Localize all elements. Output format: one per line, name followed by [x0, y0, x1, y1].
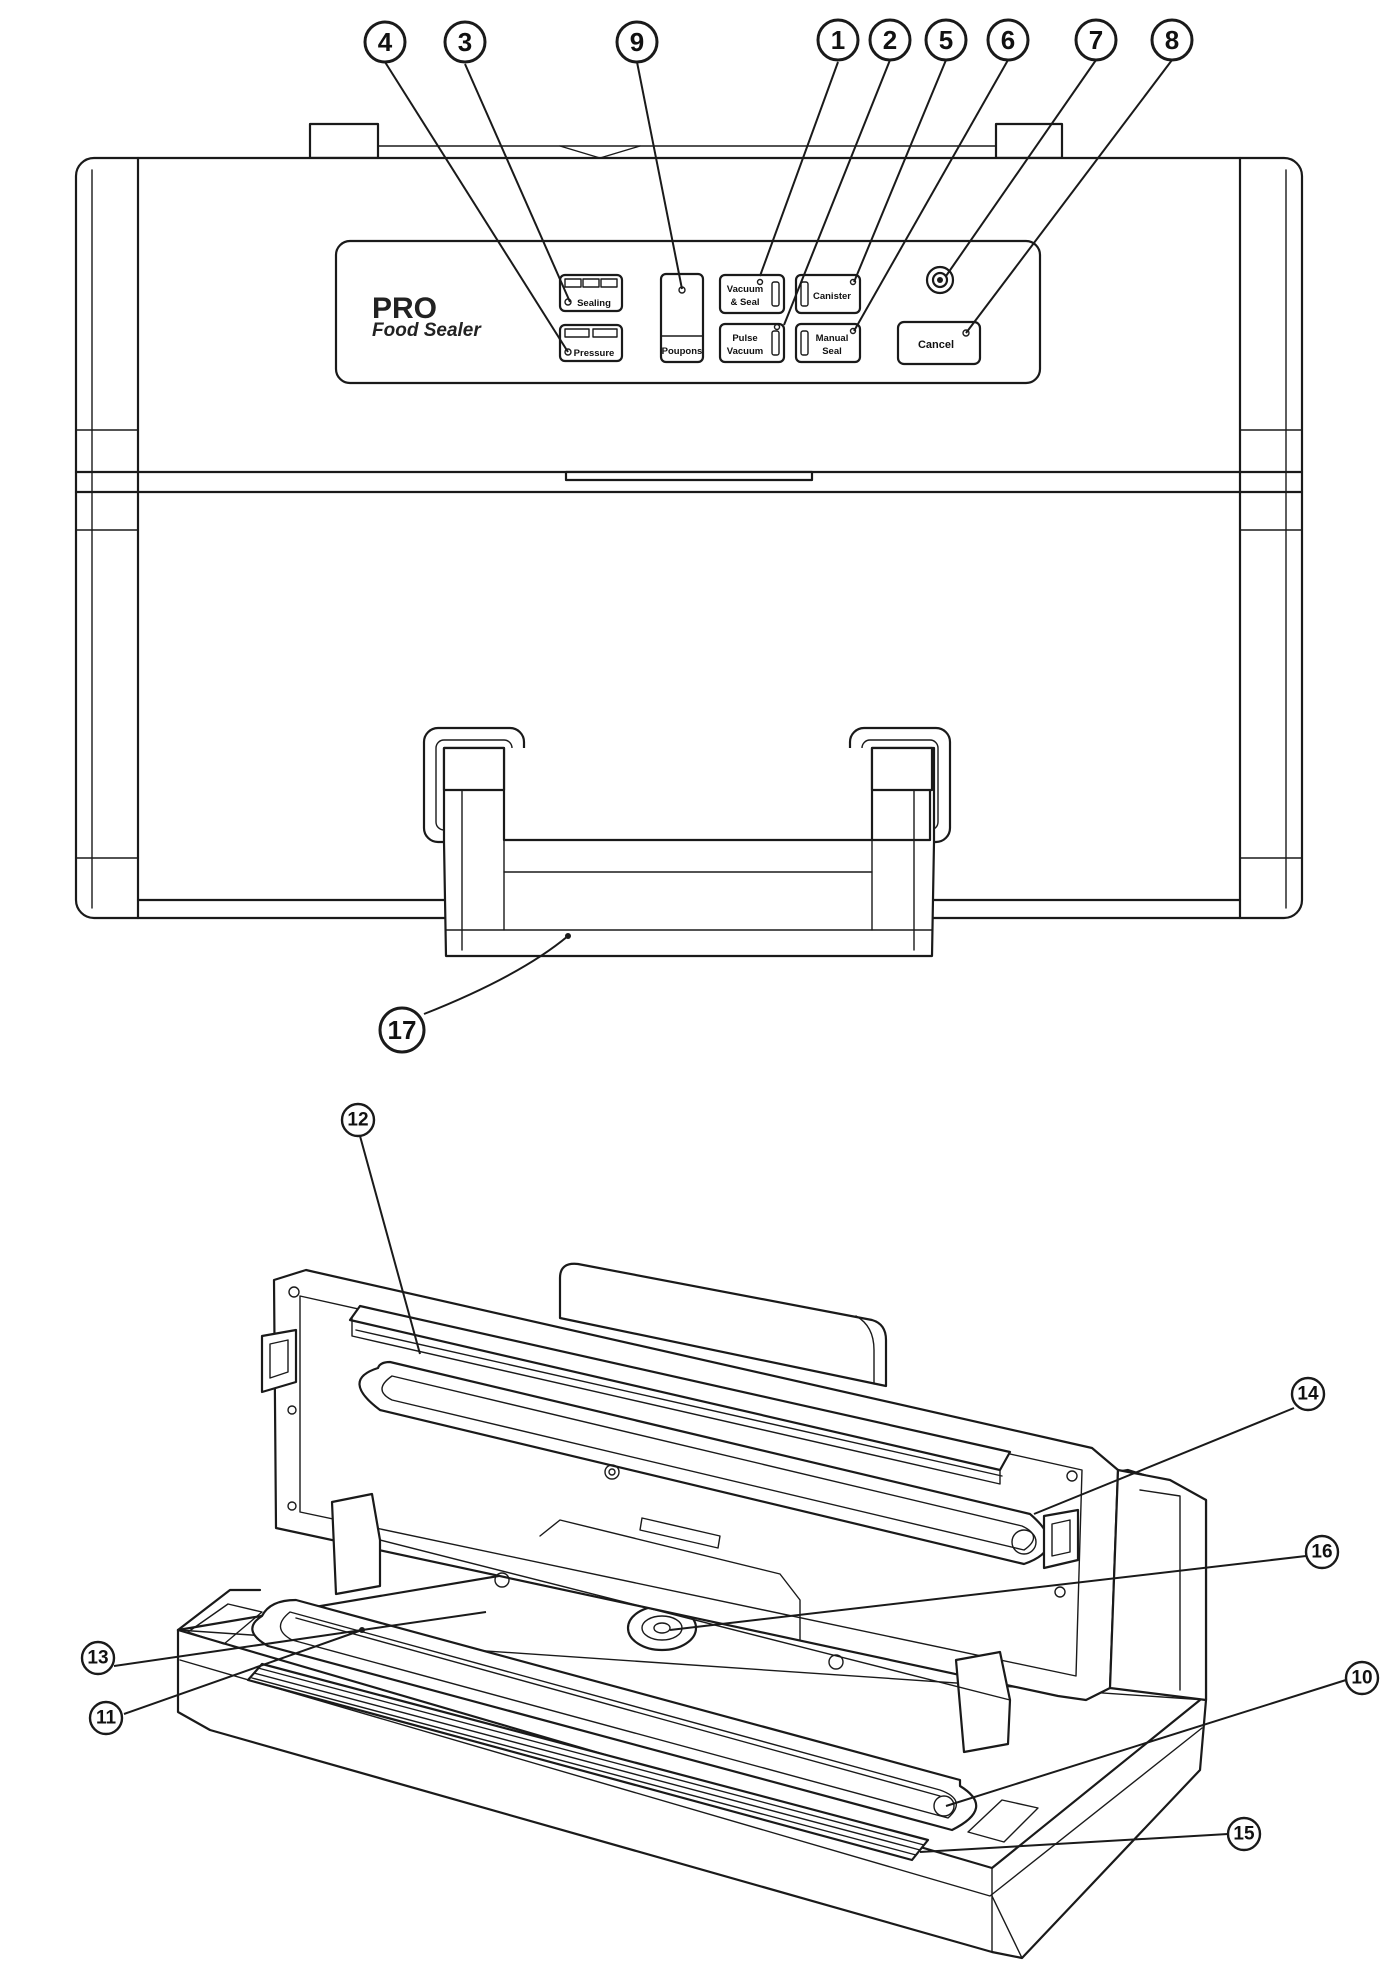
vacuum-seal-label-1: Vacuum — [727, 284, 763, 295]
upper-seal-bar — [348, 1304, 1012, 1472]
manual-seal-label-1: Manual — [816, 333, 849, 344]
svg-text:13: 13 — [87, 1648, 108, 1669]
callout-8: 8 — [1150, 18, 1194, 62]
sealing-button[interactable]: Sealing — [558, 273, 624, 313]
callout-14: 14 — [1290, 1376, 1326, 1412]
callout-5: 5 — [924, 18, 968, 62]
svg-text:10: 10 — [1351, 1668, 1372, 1689]
svg-text:2: 2 — [883, 25, 897, 55]
pulse-vacuum-button[interactable]: Pulse Vacuum — [718, 322, 786, 364]
callout-2: 2 — [868, 18, 912, 62]
svg-text:9: 9 — [630, 27, 644, 57]
vacuum-seal-label-2: & Seal — [730, 297, 759, 308]
pulse-vacuum-label-1: Pulse — [732, 333, 757, 344]
canister-label: Canister — [813, 291, 851, 302]
svg-text:1: 1 — [831, 25, 845, 55]
callout-17: 17 — [378, 1006, 426, 1054]
rear-handle — [558, 1262, 888, 1388]
pulse-vacuum-label-2: Vacuum — [727, 346, 763, 357]
vacuum-seal-button[interactable]: Vacuum & Seal — [718, 273, 786, 315]
callout-13: 13 — [80, 1640, 116, 1676]
callout-6: 6 — [986, 18, 1030, 62]
sealing-label: Sealing — [577, 298, 611, 309]
callout-10: 10 — [1344, 1660, 1380, 1696]
callout-11: 11 — [88, 1700, 124, 1736]
hinge-block-left — [330, 1492, 382, 1596]
hinge-block-right — [954, 1650, 1012, 1754]
leader-lines — [113, 59, 1347, 1853]
callout-12: 12 — [340, 1102, 376, 1138]
svg-text:14: 14 — [1297, 1384, 1319, 1405]
svg-text:8: 8 — [1165, 25, 1179, 55]
svg-text:17: 17 — [388, 1015, 417, 1045]
callout-7: 7 — [1074, 18, 1118, 62]
open-view — [176, 1262, 1208, 1960]
callout-9: 9 — [615, 20, 659, 64]
canister-button[interactable]: Canister — [794, 273, 862, 315]
callout-4: 4 — [363, 20, 407, 64]
front-handle — [422, 726, 952, 958]
brand-subtitle: Food Sealer — [372, 320, 482, 341]
callout-3: 3 — [443, 20, 487, 64]
svg-text:6: 6 — [1001, 25, 1015, 55]
cancel-button[interactable]: Cancel — [896, 320, 982, 366]
svg-text:5: 5 — [939, 25, 953, 55]
svg-text:7: 7 — [1089, 25, 1103, 55]
svg-text:4: 4 — [378, 27, 393, 57]
svg-text:11: 11 — [96, 1708, 117, 1729]
front-view: PRO Food Sealer Sealing Pressure Poupons — [74, 122, 1304, 958]
pouches-label: Poupons — [662, 346, 703, 357]
cancel-label: Cancel — [918, 339, 954, 351]
lid-clip-left — [260, 1328, 298, 1394]
pressure-button[interactable]: Pressure — [558, 323, 624, 363]
svg-text:3: 3 — [458, 27, 472, 57]
vacuum-port-icon — [626, 1604, 698, 1652]
pressure-label: Pressure — [574, 348, 615, 359]
manual-seal-button[interactable]: Manual Seal — [794, 322, 862, 364]
top-tab-right — [994, 122, 1064, 160]
callout-15: 15 — [1226, 1816, 1262, 1852]
callout-1: 1 — [816, 18, 860, 62]
latch-strip — [564, 470, 814, 482]
top-tab-left — [308, 122, 380, 160]
indicator-light-icon — [925, 265, 955, 295]
lid-clip-right — [1042, 1508, 1080, 1570]
svg-text:16: 16 — [1311, 1542, 1332, 1563]
svg-text:15: 15 — [1233, 1824, 1255, 1845]
svg-text:12: 12 — [347, 1110, 368, 1131]
lower-gasket — [251, 1598, 978, 1832]
pouches-button[interactable]: Poupons — [659, 272, 705, 364]
manual-seal-label-2: Seal — [822, 346, 842, 357]
brand-name: PRO — [372, 292, 437, 325]
callout-16: 16 — [1304, 1534, 1340, 1570]
